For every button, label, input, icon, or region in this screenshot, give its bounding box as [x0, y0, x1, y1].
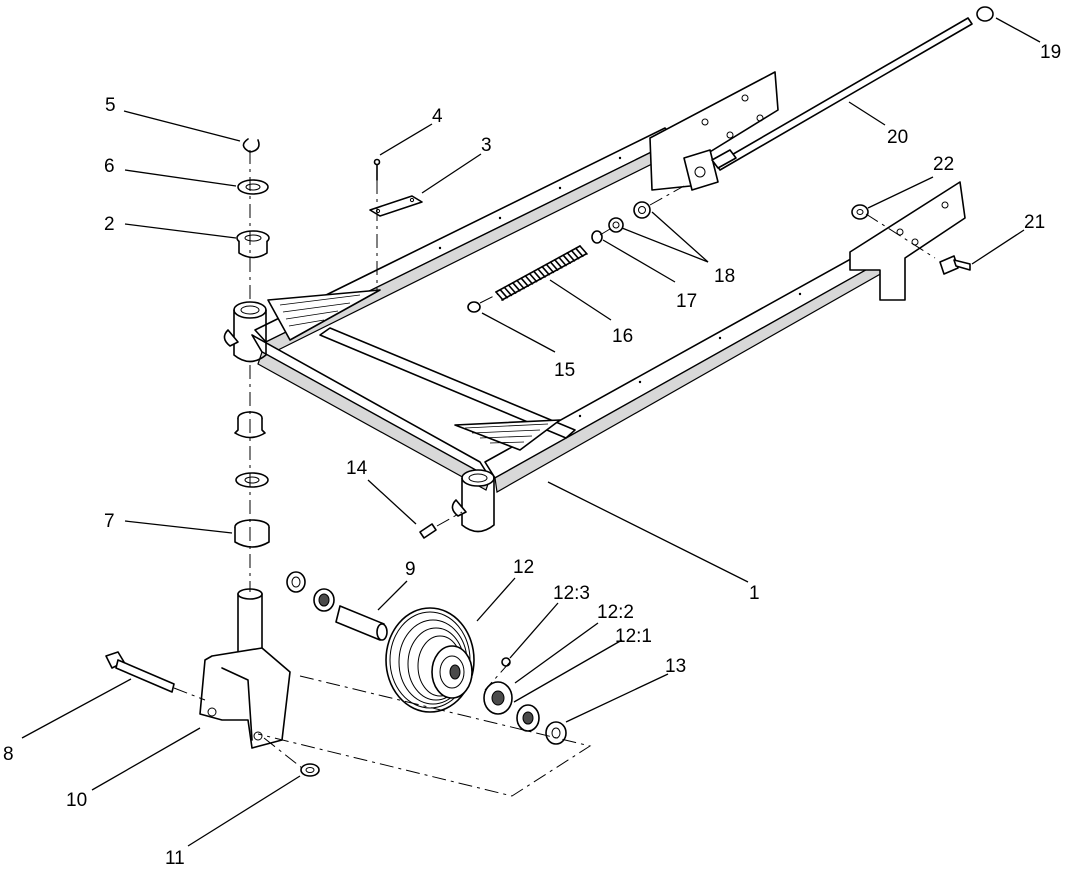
- callout-12-2: 12:2: [597, 602, 634, 623]
- callout-20: 20: [887, 127, 908, 148]
- wheel-washer-part: [545, 721, 567, 745]
- tie-rod-part: [711, 17, 973, 171]
- callout-19: 19: [1040, 42, 1061, 63]
- callout-18: 18: [714, 266, 735, 287]
- callout-6: 6: [104, 156, 115, 177]
- frame-assembly: [223, 71, 966, 533]
- retaining-ring-part: [242, 138, 260, 153]
- rod-nut-part: [976, 6, 994, 22]
- callout-16: 16: [612, 326, 633, 347]
- callout-4: 4: [432, 106, 443, 127]
- wheel-part: [385, 607, 475, 713]
- spring-part: [495, 245, 588, 301]
- screw-part: [373, 158, 381, 181]
- jam-nuts-part: [608, 201, 651, 233]
- callout-15: 15: [554, 360, 575, 381]
- callout-14: 14: [346, 458, 368, 479]
- callout-5: 5: [105, 95, 116, 116]
- plate-nut-part: [851, 204, 869, 220]
- nut-part: [300, 763, 320, 777]
- axle-washer-part: [286, 571, 306, 593]
- plate-bolt-part: [939, 255, 971, 275]
- callout-labels: 1 2 3 4 5 6 7 8 9 10 11 12 12:1 12:2 12:…: [3, 42, 1061, 869]
- callout-1: 1: [749, 583, 760, 604]
- callout-12: 12: [513, 557, 534, 578]
- wheel-bearing-part: [483, 681, 513, 715]
- callout-9: 9: [405, 559, 416, 580]
- spring-washer-part: [591, 230, 603, 244]
- assembly-centerlines: [173, 150, 936, 797]
- bushing-part: [236, 230, 270, 259]
- callout-11: 11: [165, 848, 185, 869]
- callout-17: 17: [676, 291, 697, 312]
- callout-22: 22: [933, 154, 954, 175]
- axle-spacer-part: [335, 605, 388, 641]
- bolt-part: [105, 651, 175, 693]
- spring-end-nut-part: [467, 301, 481, 313]
- callout-10: 10: [66, 790, 87, 811]
- callout-8: 8: [3, 744, 14, 765]
- callout-12-3: 12:3: [553, 583, 590, 604]
- washer-part: [237, 179, 269, 195]
- callout-12-1: 12:1: [615, 626, 652, 647]
- callout-3: 3: [481, 135, 492, 156]
- cover-plate-part: [369, 195, 423, 217]
- wheel-grease-fitting-part: [501, 657, 511, 667]
- callout-2: 2: [104, 214, 115, 235]
- caster-fork-part: [199, 588, 291, 749]
- callout-21: 21: [1024, 212, 1045, 233]
- lower-washer-part: [235, 472, 269, 488]
- wheel-spacer-part: [516, 704, 540, 732]
- spacer-part: [234, 519, 270, 548]
- callout-leaders: [21, 17, 1041, 847]
- grease-fitting-part: [419, 523, 437, 539]
- callout-7: 7: [104, 511, 115, 532]
- axle-bearing-part: [313, 588, 335, 612]
- callout-13: 13: [665, 656, 686, 677]
